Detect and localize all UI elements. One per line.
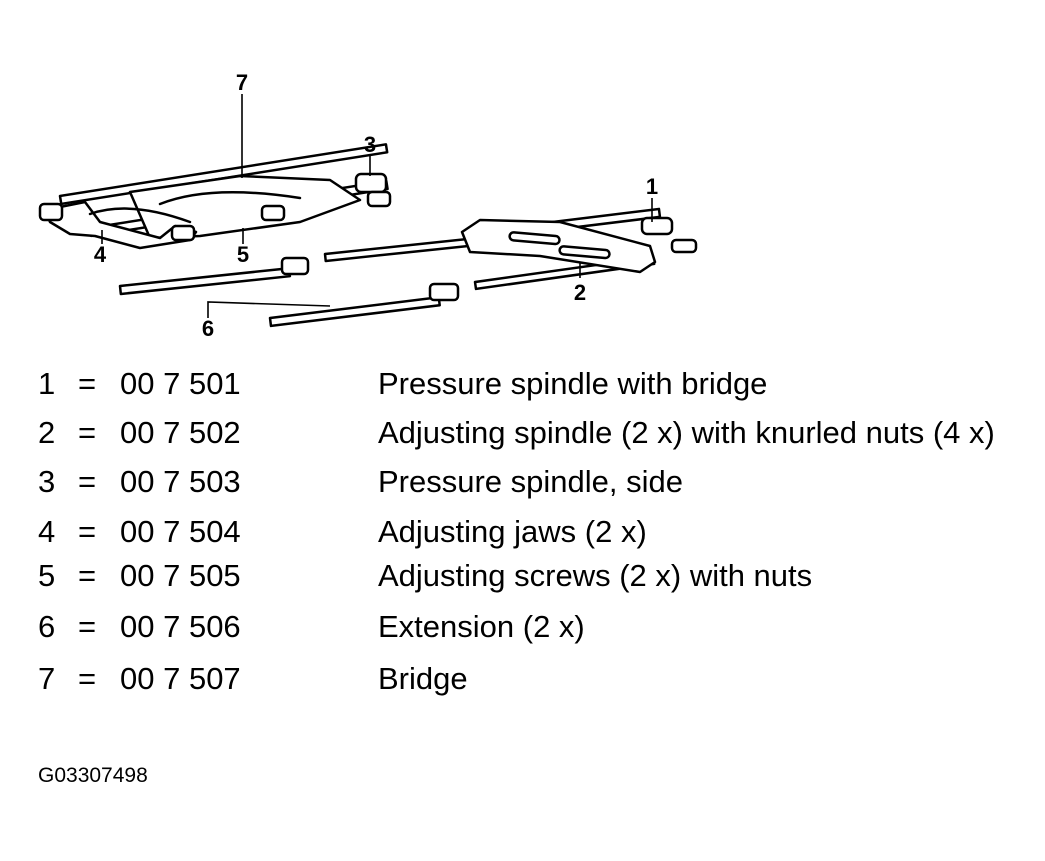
legend-equals: =	[78, 464, 97, 499]
legend-part-number: 00 7 504	[120, 514, 241, 549]
pressure-spindle-side-knob	[354, 172, 388, 194]
legend-part-number: 00 7 502	[120, 415, 241, 450]
extensions	[118, 256, 460, 328]
knurled-nut-right	[260, 204, 286, 222]
parts-legend: 1 = 00 7 501 Pressure spindle with bridg…	[38, 360, 1028, 696]
legend-number: 7	[38, 661, 56, 696]
legend-equals: =	[78, 661, 97, 696]
legend-row: 1 = 00 7 501 Pressure spindle with bridg…	[38, 366, 1028, 401]
legend-description: Adjusting jaws (2 x)	[378, 514, 647, 549]
leader-lines	[101, 94, 653, 318]
legend-description: Extension (2 x)	[378, 609, 585, 644]
legend-part-number: 00 7 507	[120, 661, 241, 696]
legend-description: Pressure spindle with bridge	[378, 366, 768, 401]
knurled-nut-mid	[170, 224, 196, 242]
legend-number: 4	[38, 514, 56, 549]
legend-description: Adjusting spindle (2 x) with knurled nut…	[378, 415, 995, 450]
legend-equals: =	[78, 558, 97, 593]
legend-equals: =	[78, 415, 97, 450]
extension-lower	[268, 296, 441, 328]
left-puller-assembly	[38, 143, 392, 250]
spindle-end-cap	[670, 238, 698, 254]
legend-row: 2 = 00 7 502 Adjusting spindle (2 x) wit…	[38, 415, 1028, 450]
legend-row: 5 = 00 7 505 Adjusting screws (2 x) with…	[38, 558, 1028, 593]
callout-7: 7	[236, 70, 248, 95]
legend-description: Adjusting screws (2 x) with nuts	[378, 558, 813, 593]
legend-equals: =	[78, 514, 97, 549]
callout-6: 6	[202, 316, 214, 341]
legend-part-number: 00 7 506	[120, 609, 241, 644]
jaw-curve	[88, 207, 192, 224]
end-cap-right	[366, 190, 392, 208]
legend-number: 6	[38, 609, 56, 644]
legend-equals: =	[78, 366, 97, 401]
legend-part-number: 00 7 503	[120, 464, 241, 499]
leader-6	[207, 301, 331, 318]
callout-1: 1	[646, 174, 658, 199]
bridge-arch	[158, 190, 302, 206]
legend-description: Bridge	[378, 661, 468, 696]
legend-row: 6 = 00 7 506 Extension (2 x)	[38, 609, 1028, 644]
legend-part-number: 00 7 505	[120, 558, 241, 593]
spindle-knob	[640, 216, 674, 236]
legend-number: 3	[38, 464, 56, 499]
extension-upper-cap	[280, 256, 310, 276]
legend-part-number: 00 7 501	[120, 366, 241, 401]
callout-2: 2	[574, 280, 586, 305]
knurled-nut-left	[38, 202, 64, 222]
callout-5: 5	[237, 242, 249, 267]
figure-id: G03307498	[38, 764, 148, 787]
bridge-slot-2	[558, 245, 611, 260]
legend-number: 1	[38, 366, 56, 401]
legend-number: 2	[38, 415, 56, 450]
callout-3: 3	[364, 132, 376, 157]
legend-number: 5	[38, 558, 56, 593]
legend-row: 4 = 00 7 504 Adjusting jaws (2 x)	[38, 514, 1028, 549]
callout-4: 4	[94, 242, 107, 267]
right-spindle-assembly	[323, 207, 698, 291]
legend-equals: =	[78, 609, 97, 644]
spindle-bridge-plate	[460, 218, 657, 274]
legend-row: 3 = 00 7 503 Pressure spindle, side	[38, 464, 1028, 499]
extension-lower-cap	[428, 282, 460, 302]
bridge-slot	[508, 231, 561, 246]
tool-exploded-illustration: 1 2 3 4 5 6 7	[38, 70, 698, 341]
legend-description: Pressure spindle, side	[378, 464, 683, 499]
legend-row: 7 = 00 7 507 Bridge	[38, 661, 1028, 696]
extension-upper	[118, 266, 292, 296]
